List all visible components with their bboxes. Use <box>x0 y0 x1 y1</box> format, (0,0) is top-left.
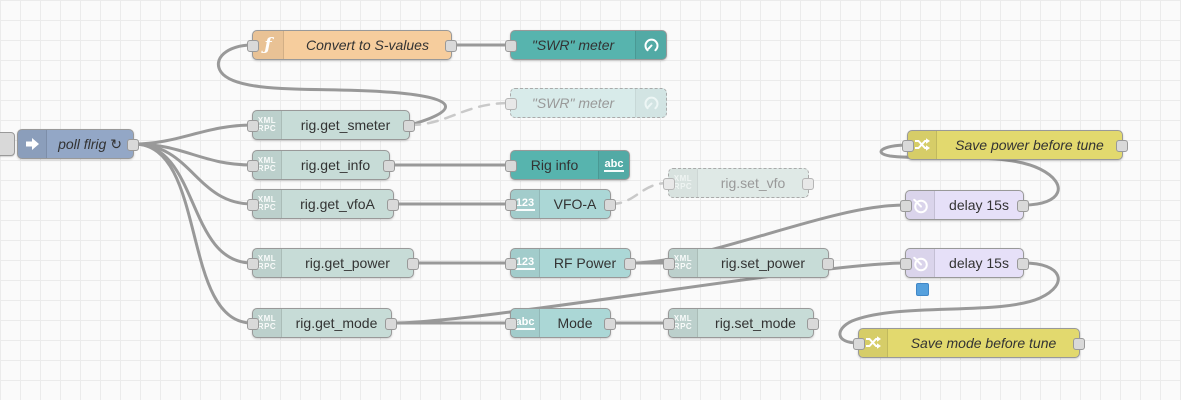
port-in[interactable] <box>505 40 517 52</box>
port-in[interactable] <box>505 258 517 270</box>
gauge-icon <box>635 89 666 117</box>
node-label: Mode <box>557 315 593 331</box>
port-out[interactable] <box>1017 258 1029 270</box>
node-vfo-a[interactable]: 123 VFO-A <box>505 189 616 219</box>
port-in[interactable] <box>505 98 517 110</box>
gauge-icon <box>635 31 666 59</box>
node-convert-to-svalues[interactable]: ƒ Convert to S-values <box>247 30 457 60</box>
port-out[interactable] <box>1017 200 1029 212</box>
change-shuffle-icon <box>908 131 937 159</box>
port-out[interactable] <box>822 258 834 270</box>
port-out[interactable] <box>624 258 636 270</box>
port-out[interactable] <box>445 40 457 52</box>
node-swr-meter[interactable]: "SWR" meter <box>505 30 667 60</box>
node-label: rig.get_info <box>300 157 371 173</box>
node-label: rig.get_smeter <box>300 117 391 133</box>
abc-text-icon: abc <box>511 309 540 337</box>
port-in[interactable] <box>900 200 912 212</box>
port-in[interactable] <box>247 258 259 270</box>
status-indicator-blue <box>916 283 929 296</box>
wire-pollflrig-getsmeter[interactable] <box>132 123 254 146</box>
port-in[interactable] <box>247 40 259 52</box>
node-save-power-before-tune[interactable]: Save power before tune <box>902 130 1128 160</box>
wire-getsmeter-convert[interactable] <box>217 43 447 127</box>
node-delay-15s-mode[interactable]: delay 15s <box>900 248 1029 278</box>
node-label: "SWR" meter <box>531 37 615 53</box>
node-save-mode-before-tune[interactable]: Save mode before tune <box>853 328 1085 358</box>
node-poll-flrig[interactable]: poll flrig ↻ <box>17 129 139 159</box>
port-out[interactable] <box>127 139 139 151</box>
node-swr-meter-disabled[interactable]: "SWR" meter <box>505 88 667 118</box>
port-out[interactable] <box>807 318 819 330</box>
node-label: Convert to S-values <box>306 37 429 53</box>
node-mode[interactable]: abc Mode <box>505 308 616 338</box>
node-label: Save power before tune <box>955 137 1104 153</box>
node-label: poll flrig ↻ <box>58 135 122 152</box>
port-in[interactable] <box>663 318 675 330</box>
node-label: rig.get_power <box>305 255 390 271</box>
port-out[interactable] <box>385 318 397 330</box>
port-in[interactable] <box>900 258 912 270</box>
node-label: VFO-A <box>553 196 597 212</box>
node-label: rig.get_vfoA <box>300 196 375 212</box>
node-label: rig.get_mode <box>295 315 378 331</box>
abc-text-icon: abc <box>598 151 629 179</box>
port-out[interactable] <box>802 178 814 190</box>
port-in[interactable] <box>247 160 259 172</box>
port-out[interactable] <box>604 199 616 211</box>
port-out[interactable] <box>387 199 399 211</box>
node-label: RF Power <box>553 255 617 271</box>
inject-button[interactable] <box>0 132 15 156</box>
timer-icon <box>906 249 935 277</box>
port-in[interactable] <box>663 258 675 270</box>
port-in[interactable] <box>902 140 914 152</box>
node-label: rig.set_mode <box>715 315 796 331</box>
wire-delay2-savemode[interactable] <box>838 261 1060 345</box>
port-out[interactable] <box>403 120 415 132</box>
node-label: rig.set_vfo <box>720 175 786 191</box>
node-label: Rig info <box>530 157 579 173</box>
node-label: delay 15s <box>949 197 1009 213</box>
port-in[interactable] <box>853 338 865 350</box>
node-label: delay 15s <box>949 255 1009 271</box>
node-delay-15s-power[interactable]: delay 15s <box>900 190 1029 220</box>
port-in[interactable] <box>505 160 517 172</box>
inject-arrow-icon <box>18 130 47 158</box>
node-rf-power[interactable]: 123 RF Power <box>505 248 636 278</box>
node-rig-info[interactable]: Rig info abc <box>505 150 630 180</box>
port-in[interactable] <box>505 318 517 330</box>
node-label: Save mode before tune <box>910 335 1057 351</box>
port-in[interactable] <box>663 178 675 190</box>
port-in[interactable] <box>247 120 259 132</box>
port-in[interactable] <box>247 199 259 211</box>
port-in[interactable] <box>247 318 259 330</box>
wire-pollflrig-getpower[interactable] <box>132 142 254 265</box>
port-out[interactable] <box>604 318 616 330</box>
node-label: "SWR" meter <box>531 95 615 111</box>
port-out[interactable] <box>1073 338 1085 350</box>
wire-rfpower-delay1[interactable] <box>629 203 907 265</box>
wire-getmode-delay2[interactable] <box>390 261 907 325</box>
wire-getsmeter-swrmeter-disabled[interactable] <box>408 101 512 127</box>
port-out[interactable] <box>407 258 419 270</box>
port-out[interactable] <box>383 160 395 172</box>
wire-vfoa-setvfo[interactable] <box>609 181 670 206</box>
number-123-icon: 123 <box>511 190 540 218</box>
port-out[interactable] <box>1116 140 1128 152</box>
port-in[interactable] <box>505 199 517 211</box>
wire-pollflrig-getmode[interactable] <box>132 142 254 325</box>
node-label: rig.set_power <box>720 255 806 271</box>
